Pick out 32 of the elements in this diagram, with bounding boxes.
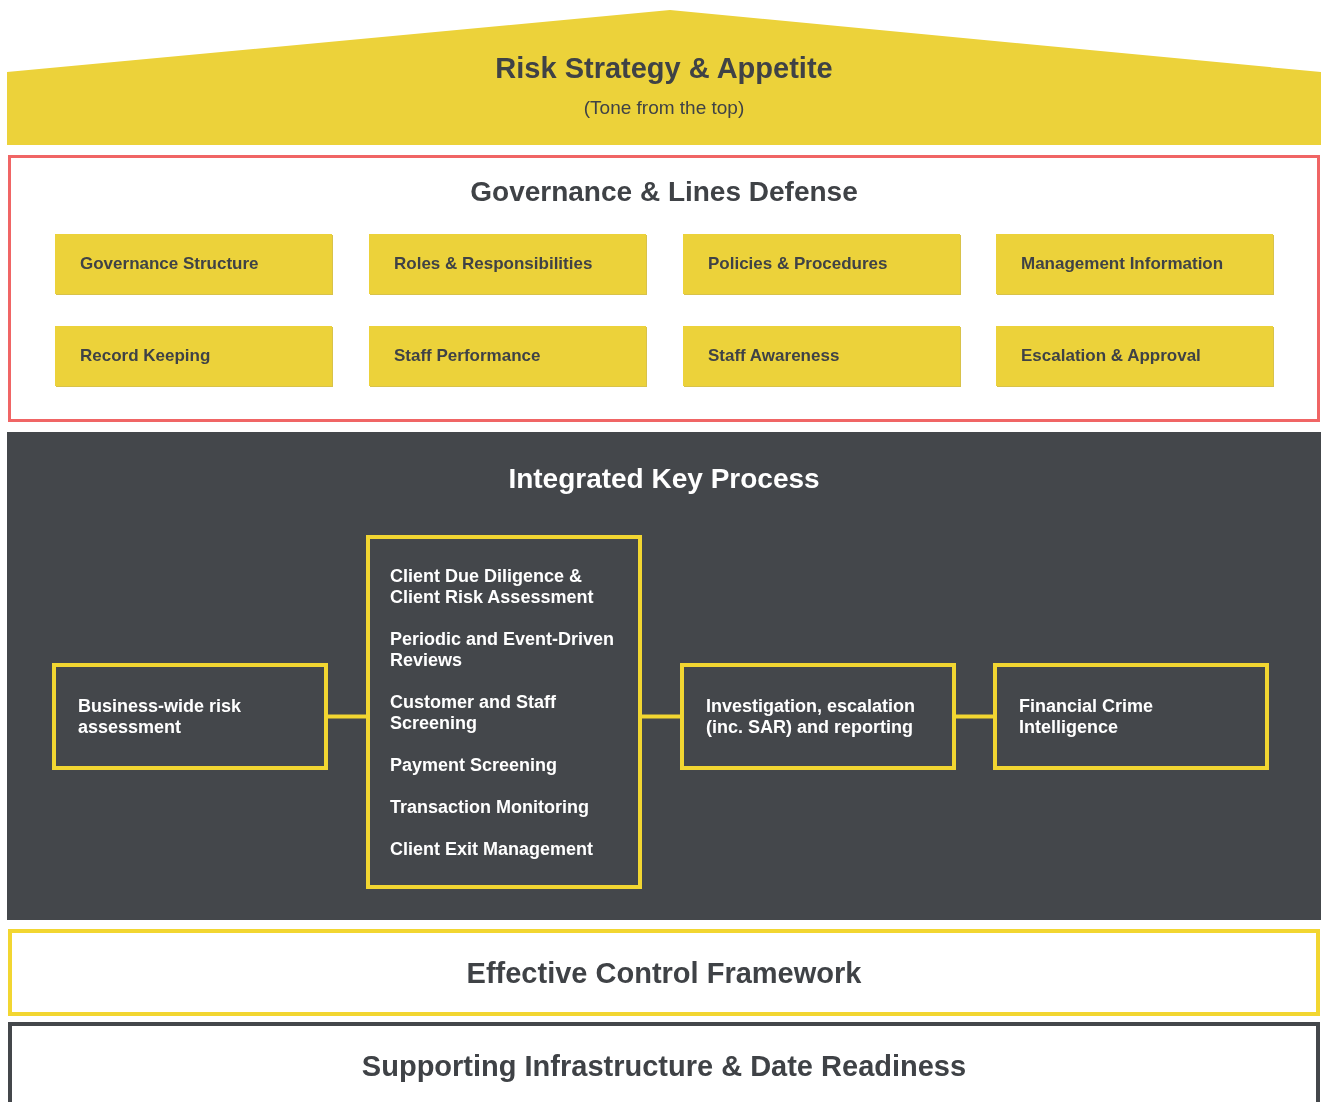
process-item: Periodic and Event-Driven Reviews (390, 629, 616, 671)
section-title: Governance & Lines Defense (469, 176, 859, 208)
process-box (680, 663, 956, 770)
process-label: Investigation, escalation (inc. SAR) and reporting (706, 695, 917, 738)
component-box: Roles & Responsibilities (369, 234, 646, 294)
connector-line (642, 714, 680, 719)
process-item: Customer and Staff Screening (390, 692, 558, 734)
process-box (366, 535, 642, 889)
component-box: Governance Structure (55, 234, 332, 294)
connector-line (328, 714, 366, 719)
process-item: Client Due Diligence & Client Risk Assessment (390, 566, 595, 608)
process-label: Business-wide risk assessment (78, 695, 243, 738)
component-box: Escalation & Approval (996, 326, 1273, 386)
connector-line (956, 714, 993, 719)
foundation-band: Effective Control Framework (8, 929, 1320, 1016)
process-item: Transaction Monitoring (390, 797, 590, 818)
component-box: Policies & Procedures (683, 234, 960, 294)
component-box: Management Information (996, 234, 1273, 294)
process-label: Financial Crime Intelligence (1019, 695, 1155, 738)
process-item: Client Exit Management (390, 839, 595, 860)
component-box: Staff Awareness (683, 326, 960, 386)
process-item: Payment Screening (390, 755, 559, 776)
component-box: Record Keeping (55, 326, 332, 386)
section-panel (8, 155, 1320, 422)
process-box (993, 663, 1269, 770)
process-box (52, 663, 328, 770)
component-box: Staff Performance (369, 326, 646, 386)
section-panel (7, 432, 1321, 920)
roof-title: Risk Strategy & Appetite (495, 52, 833, 85)
roof-subtitle: (Tone from the top) (583, 97, 745, 119)
section-title: Integrated Key Process (507, 463, 821, 495)
foundation-band: Supporting Infrastructure & Date Readiness (8, 1022, 1320, 1102)
